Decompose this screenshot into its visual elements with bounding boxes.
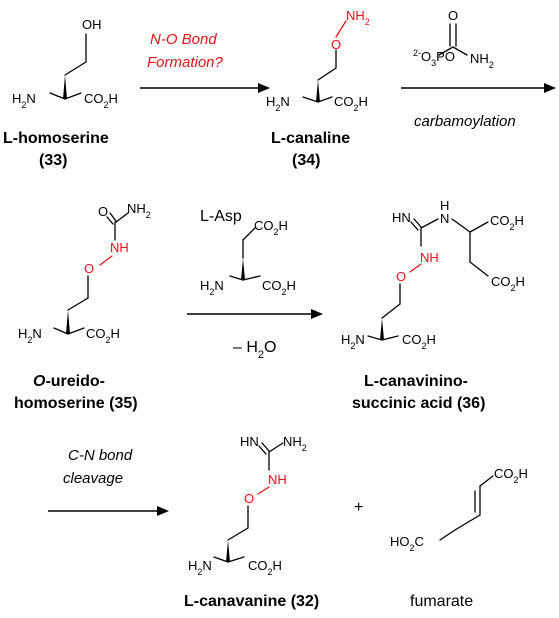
reagent-l-asp: L-Asp [200, 208, 242, 225]
atom-nh2: NH2 [127, 201, 151, 220]
label-homoserine-number: (33) [39, 152, 67, 169]
atom-nh: NH [420, 250, 439, 265]
atom-co2h: CO2H [334, 94, 368, 113]
atom-n: N [440, 211, 449, 226]
atom-h2n: H2N [200, 278, 224, 297]
structure-canavininosuccinic-acid: HN H N CO2H CO2H NH O H2N CO2H [341, 198, 525, 351]
condition-step4-line1: C-N bond [68, 447, 133, 464]
label-canaline: L-canaline [271, 130, 350, 147]
arrow-step3 [187, 309, 323, 319]
label-canavininosuccinic-line1: L-canavinino- [364, 373, 468, 390]
label-canaline-number: (34) [292, 152, 320, 169]
atom-hn: HN [240, 434, 259, 449]
atom-o: O [396, 269, 406, 284]
byproduct-water: – H2O [233, 339, 276, 361]
structure-ureido-homoserine: O NH2 NH O H2N CO2H [18, 201, 151, 345]
atom-nh2: NH2 [346, 8, 370, 27]
label-homoserine: L-homoserine [3, 130, 109, 147]
atom-co2h: CO2H [248, 558, 282, 577]
label-ureido-homoserine-line2: homoserine (35) [14, 395, 138, 412]
structure-homoserine: OH H2N CO2H [12, 17, 118, 110]
atom-o: O [244, 491, 254, 506]
atom-h2n: H2N [12, 91, 36, 110]
atom-co2h: CO2H [254, 218, 288, 237]
arrow-step4 [48, 506, 169, 516]
atom-co2h: CO2H [262, 278, 296, 297]
condition-step4-line2: cleavage [63, 470, 123, 487]
structure-fumarate: CO2H HO2C [390, 466, 528, 553]
atom-h2n: H2N [188, 558, 212, 577]
atom-nh: NH [268, 472, 287, 487]
label-fumarate: fumarate [410, 593, 473, 610]
atom-co2h: CO2H [490, 213, 524, 232]
atom-h: H [440, 198, 449, 213]
label-canavininosuccinic-line2: succinic acid (36) [352, 395, 485, 412]
atom-hn: HN [392, 210, 411, 225]
plus-sign: + [354, 499, 363, 516]
atom-o: O [331, 37, 341, 52]
label-canavanine: L-canavanine (32) [184, 593, 319, 610]
atom-nh2: NH2 [283, 434, 307, 453]
atom-nh2: NH2 [470, 51, 494, 70]
atom-co2h: CO2H [84, 91, 118, 110]
structure-aspartate: CO2H H2N CO2H [200, 218, 296, 297]
arrow-step1 [140, 83, 270, 93]
condition-step1-line1: N-O Bond [150, 31, 217, 48]
atom-co2h: CO2H [402, 332, 436, 351]
atom-co2h: CO2H [494, 466, 528, 485]
structure-canavanine: HN NH2 NH O H2N CO2H [188, 434, 307, 577]
atom-o: O [98, 204, 108, 219]
atom-ho2c: HO2C [390, 534, 424, 553]
atom-co2h: CO2H [86, 326, 120, 345]
atom-oh: OH [82, 17, 102, 32]
atom-h2n: H2N [18, 326, 42, 345]
atom-carbonyl-o: O [448, 8, 458, 23]
condition-step2: carbamoylation [414, 113, 516, 130]
reagent-phosphate: 2-O3PO [413, 48, 455, 68]
atom-h2n: H2N [341, 332, 365, 351]
atom-o: O [84, 261, 94, 276]
label-ureido-homoserine-line1: O-ureido- [33, 373, 105, 390]
atom-nh: NH [110, 240, 129, 255]
atom-h2n: H2N [266, 94, 290, 113]
condition-step1-line2: Formation? [147, 54, 224, 71]
atom-co2h: CO2H [491, 274, 525, 293]
reagent-carbamoyl-phosphate: O 2-O3PO NH2 [413, 8, 494, 70]
arrow-step2 [401, 83, 556, 93]
structure-canaline: O NH2 H2N CO2H [266, 8, 370, 113]
